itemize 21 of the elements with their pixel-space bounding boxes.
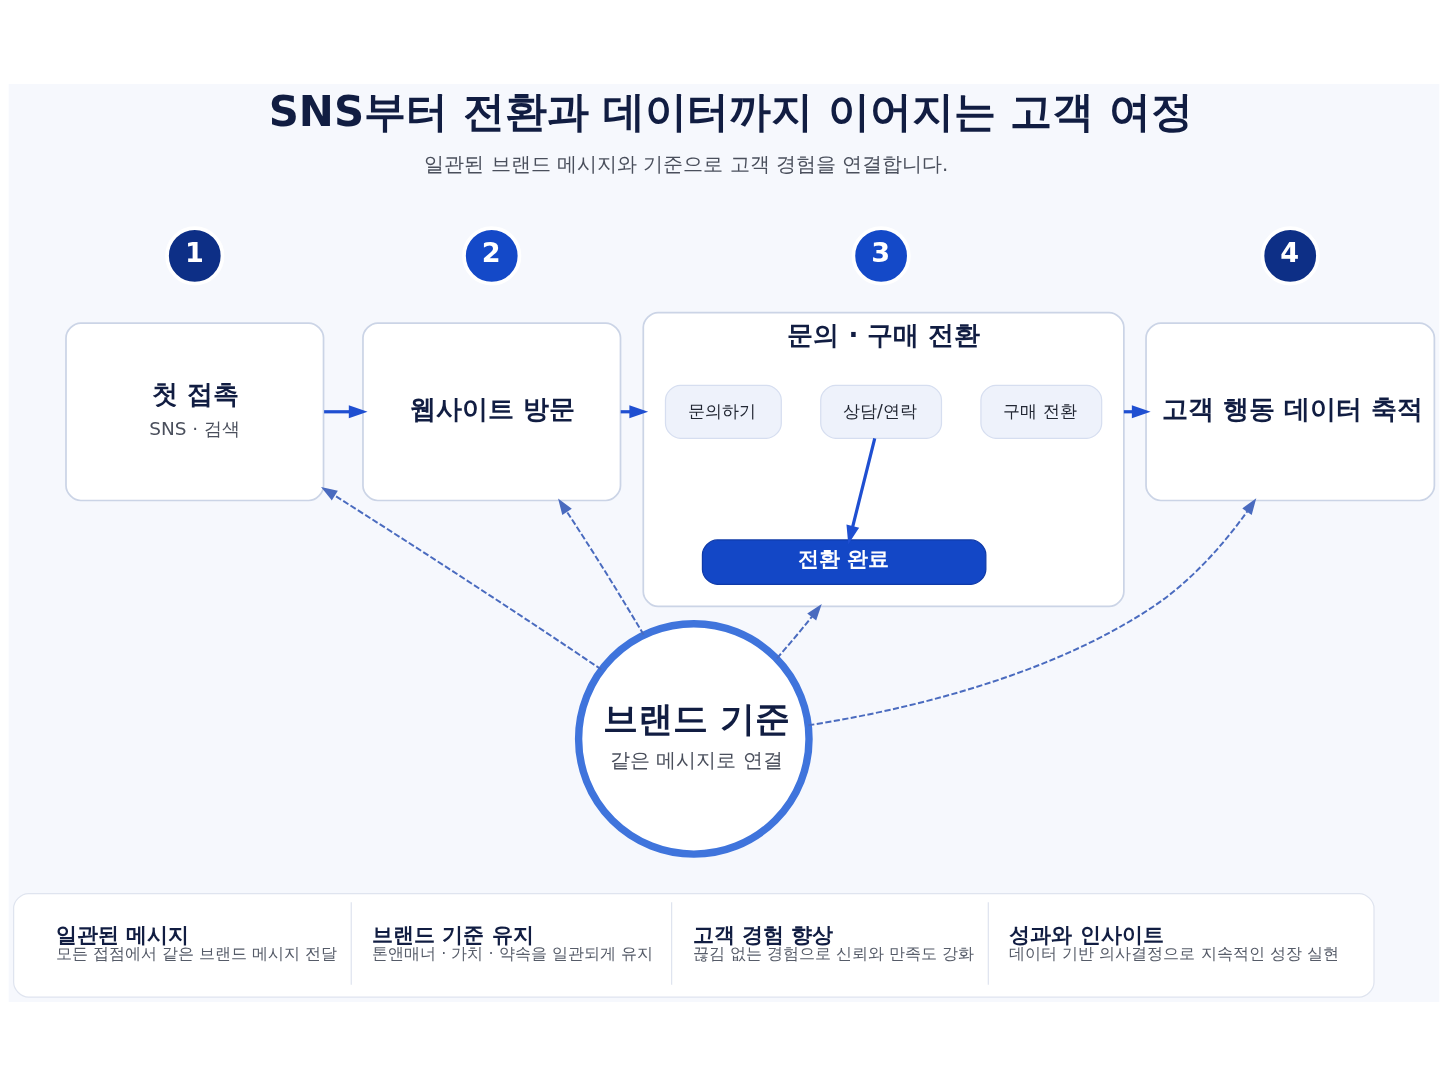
node-box: 상담/연락: [820, 384, 943, 439]
node-box: 구매 전환: [980, 384, 1103, 439]
node-box: 전환 완료: [701, 539, 987, 585]
node-box: 일관된 메시지 모든 접점에서 같은 브랜드 메시지 전달 브랜드 기준 유지 톤앤매너 · 가치 · 약속을 일관되게 유지 고객 경험 향상 끊김 없는 경험으로 신뢰와 만족도 강화 성과와 인사이트 데이터 기반 의사결정으로 지속적인 성장 실현: [13, 892, 1375, 998]
node-circle: 3: [851, 226, 911, 286]
arrow: [558, 498, 645, 636]
node-box: 웹사이트 방문: [362, 322, 622, 502]
node-circle: 1: [165, 226, 225, 286]
node-box: 문의하기: [664, 384, 782, 439]
arrow: [807, 498, 1257, 727]
node-circle: 4: [1260, 226, 1320, 286]
label: 일관된 브랜드 메시지와 기준으로 고객 경험을 연결합니다.: [424, 153, 949, 177]
arrow: [775, 604, 822, 660]
diagram-title: SNS부터 전환과 데이터까지 이어지는 고객 여정: [268, 87, 1193, 137]
arrow: [846, 438, 877, 545]
node-box: 첫 접촉 SNS · 검색: [65, 322, 325, 502]
node-circle: 2: [462, 226, 522, 286]
node-circle: 브랜드 기준 같은 메시지로 연결: [574, 620, 813, 858]
arrow: [324, 405, 368, 419]
node-box: 고객 행동 데이터 축적: [1145, 322, 1436, 502]
arrow: [321, 486, 603, 671]
